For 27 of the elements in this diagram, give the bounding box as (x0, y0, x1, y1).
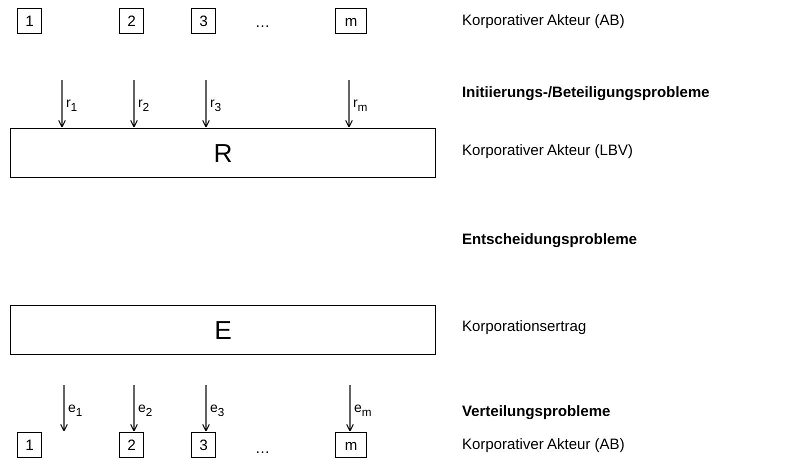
label-box: 2 (119, 8, 144, 34)
problem-label: Entscheidungsprobleme (462, 231, 638, 248)
problem-label: Verteilungsprobleme (462, 403, 610, 420)
problem-label: Initiierungs-/Beteiligungsprobleme (462, 84, 710, 101)
label-box: 3 (191, 8, 216, 34)
arrow (60, 385, 68, 432)
label-box: 3 (191, 432, 216, 458)
row-label: Korporativer Akteur (AB) (462, 436, 625, 453)
arrow (202, 385, 210, 432)
label-box: m (335, 432, 367, 458)
label-box: E (10, 305, 436, 355)
arrow (202, 80, 210, 128)
row-label: Korporativer Akteur (LBV) (462, 142, 633, 159)
arrow (344, 80, 354, 128)
label-box: m (335, 8, 367, 34)
label-box: R (10, 128, 436, 178)
label-box: 2 (119, 432, 144, 458)
arrow (346, 385, 354, 432)
ellipsis: … (255, 14, 270, 31)
arrow (58, 80, 66, 128)
arrow (130, 385, 138, 432)
label-box: 1 (17, 8, 42, 34)
arrow (130, 80, 138, 128)
ellipsis: … (255, 440, 270, 457)
label-box: 1 (17, 432, 42, 458)
row-label: Korporationsertrag (462, 318, 586, 335)
row-label: Korporativer Akteur (AB) (462, 12, 625, 29)
